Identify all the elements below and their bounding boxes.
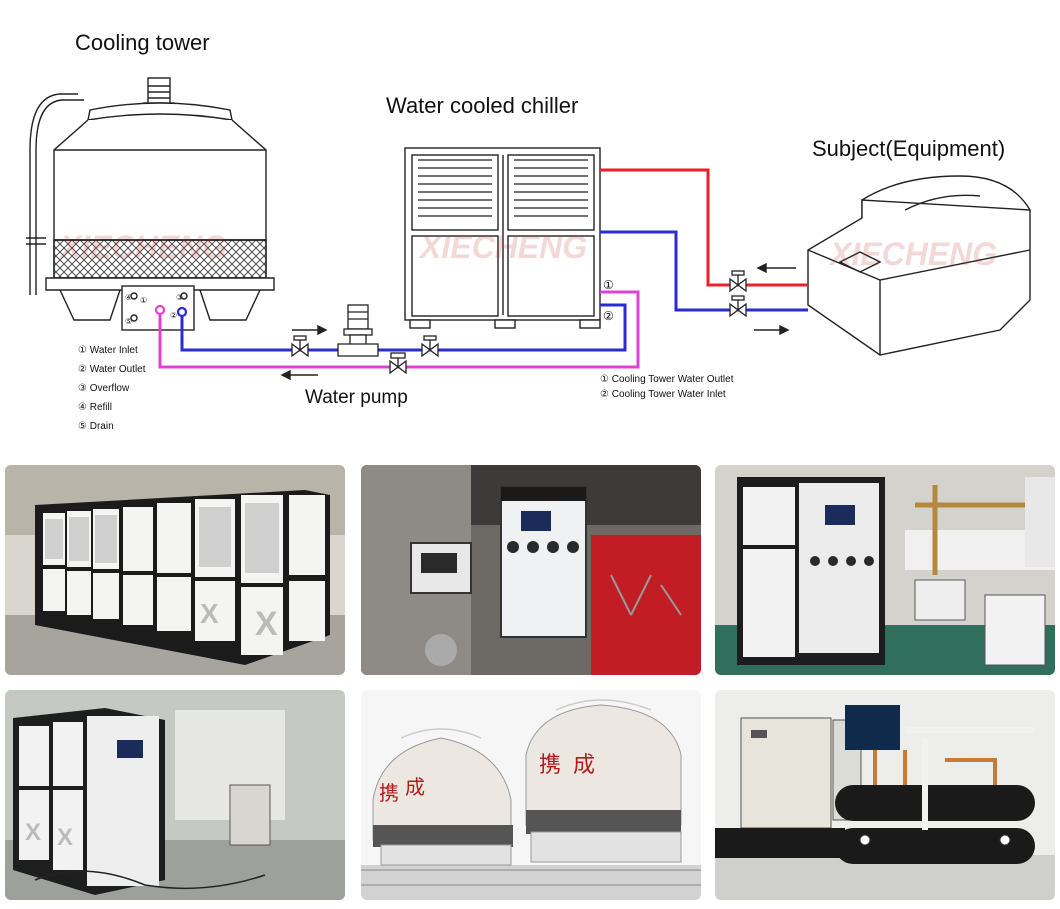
photo-cooling-towers: 携 成 携 成: [361, 690, 701, 900]
svg-text:X: X: [57, 824, 73, 851]
svg-text:④: ④: [125, 293, 132, 302]
svg-text:②: ②: [170, 311, 177, 320]
photo-screw-chiller: [715, 690, 1055, 900]
photo-chiller-exhibition: [361, 465, 701, 675]
hot-supply-pipe: [600, 168, 808, 287]
valve-icon: [421, 335, 439, 358]
svg-text:② Water Outlet: ② Water Outlet: [78, 364, 146, 375]
subject-equipment-drawing: [807, 175, 1031, 356]
svg-text:⑤: ⑤: [125, 317, 132, 326]
svg-text:XIECHENG: XIECHENG: [58, 229, 227, 265]
chiller-label: Water cooled chiller: [386, 93, 578, 118]
photo-chiller-workshop: X X: [5, 690, 345, 900]
system-diagram: ① ② ④ ③ ⑤: [26, 30, 1031, 432]
valve-icon: [729, 270, 747, 293]
svg-text:X: X: [25, 819, 41, 846]
svg-text:X: X: [200, 598, 219, 629]
photo-chiller-installation: [715, 465, 1055, 675]
subject-label: Subject(Equipment): [812, 136, 1005, 161]
water-pump-icon: [337, 304, 379, 357]
valve-icon: [389, 352, 407, 375]
valve-icon: [729, 295, 747, 318]
tower-photo-character: 携: [539, 753, 561, 778]
svg-text:① Water Inlet: ① Water Inlet: [78, 345, 138, 356]
chiller-port-1: ①: [603, 278, 614, 292]
cold-return-pipe: [600, 230, 808, 312]
svg-text:① Cooling Tower Water Outlet: ① Cooling Tower Water Outlet: [600, 374, 734, 385]
tower-outlet-pipe: [180, 303, 627, 352]
svg-text:④ Refill: ④ Refill: [78, 402, 112, 413]
svg-text:XIECHENG: XIECHENG: [418, 229, 587, 265]
svg-text:② Cooling Tower Water Inlet: ② Cooling Tower Water Inlet: [600, 389, 726, 400]
photo-air-cooled-chiller-large: X X: [5, 465, 345, 675]
valve-icon: [291, 335, 309, 358]
svg-text:①: ①: [140, 296, 147, 305]
svg-text:⑤ Drain: ⑤ Drain: [78, 421, 114, 432]
chiller-legend: ① Cooling Tower Water Outlet ② Cooling T…: [600, 374, 734, 400]
watermark: XIECHENG XIECHENG XIECHENG: [58, 229, 997, 272]
svg-text:XIECHENG: XIECHENG: [828, 236, 997, 272]
svg-text:③ Overflow: ③ Overflow: [78, 383, 130, 394]
tower-return-pipe: [158, 290, 640, 369]
tower-photo-character: 成: [405, 775, 425, 799]
svg-text:③: ③: [176, 293, 183, 302]
water-pump-label: Water pump: [305, 387, 408, 408]
tower-photo-character: 成: [573, 753, 595, 778]
chiller-drawing: [404, 147, 601, 329]
tower-legend: ① Water Inlet ② Water Outlet ③ Overflow …: [78, 345, 146, 432]
chiller-port-2: ②: [603, 309, 614, 323]
tower-photo-character: 携: [379, 781, 399, 805]
cooling-tower-label: Cooling tower: [75, 30, 210, 55]
cooling-tower-drawing: [26, 77, 275, 331]
svg-text:X: X: [255, 605, 278, 643]
